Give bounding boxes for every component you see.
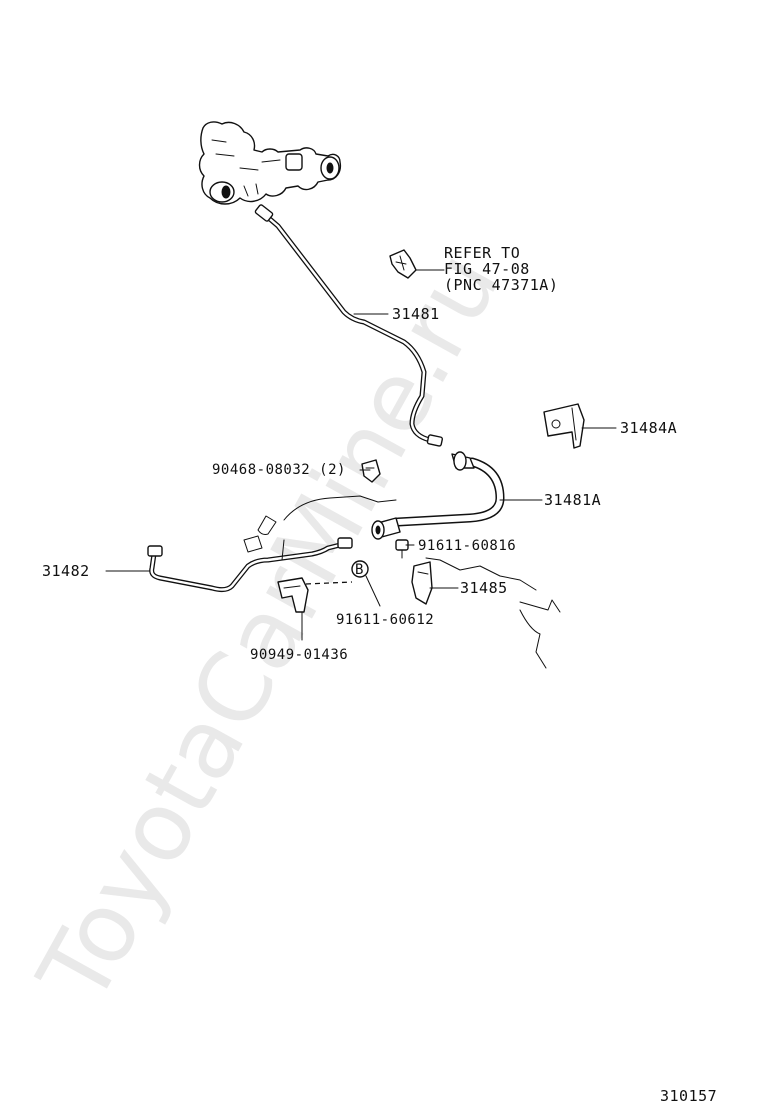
clip-fig-47-08 xyxy=(389,249,417,279)
bracket-90949-01436 xyxy=(277,577,309,613)
label-31482: 31482 xyxy=(42,562,90,580)
label-31481: 31481 xyxy=(392,305,440,323)
label-90468-08032: 90468-08032 (2) xyxy=(212,462,346,478)
b-symbol-text: B xyxy=(355,562,364,578)
b-symbol: B xyxy=(351,560,369,578)
label-31484A: 31484A xyxy=(620,419,677,437)
label-90949-01436: 90949-01436 xyxy=(250,647,348,663)
watermark: ToyotaCarMine.ru xyxy=(17,233,522,1022)
label-31485: 31485 xyxy=(460,579,508,597)
label-31481A: 31481A xyxy=(544,491,601,509)
bolt-91611-60816 xyxy=(395,539,409,559)
bracket-31485 xyxy=(411,561,433,605)
brake-tube-31481 xyxy=(254,204,444,447)
brake-tube-31482 xyxy=(147,537,353,593)
figure-number: 310157 xyxy=(660,1087,717,1105)
dashed-relation-line xyxy=(305,581,353,585)
bracket-31484A xyxy=(543,403,585,449)
body-panel-outline xyxy=(243,495,561,669)
label-91611-60816: 91611-60816 xyxy=(418,538,516,554)
master-cylinder xyxy=(198,121,342,205)
label-91611-60612: 91611-60612 xyxy=(336,612,434,628)
flexible-hose-31481A xyxy=(371,451,505,540)
refer-note-line1: REFER TO xyxy=(444,244,520,262)
refer-note-line2: FIG 47-08 xyxy=(444,260,530,278)
leader-lines xyxy=(105,269,617,641)
refer-note-line3: (PNC 47371A) xyxy=(444,276,558,294)
clip-90468-08032 xyxy=(361,459,381,483)
